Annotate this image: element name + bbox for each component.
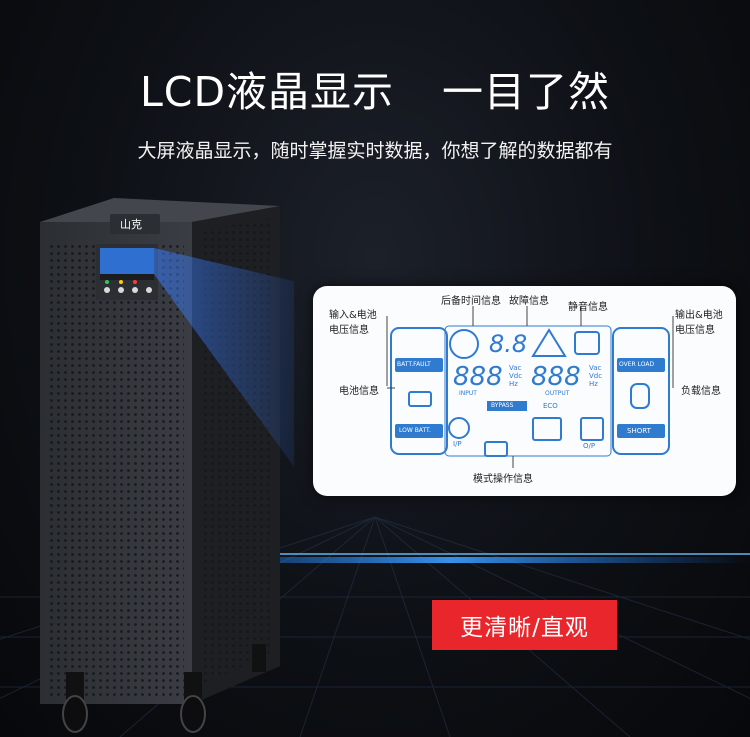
lcd-output-label: OUTPUT [545, 390, 570, 397]
page-title: LCD液晶显示一目了然 [0, 58, 750, 118]
cta-banner: 更清晰/直观 [432, 600, 617, 650]
lcd-bypass: BYPASS [491, 402, 514, 409]
lcd-unit-vdc-in: Vdc [509, 372, 523, 380]
lcd-eco: ECO [543, 402, 558, 410]
label-mute: 静音信息 [568, 302, 608, 313]
lcd-low-batt: LOW BATT. [399, 427, 431, 434]
label-backup-time: 后备时间信息 [441, 296, 501, 307]
lcd-panel: 后备时间信息 故障信息 静音信息 输入&电池 电压信息 输出&电池 电压信息 电… [313, 286, 736, 496]
label-battery: 电池信息 [339, 386, 379, 397]
lcd-digits-input: 888 [453, 362, 503, 392]
ups-brand-label: 山克 [120, 218, 142, 231]
lcd-short: SHORT [627, 427, 651, 435]
headline-part1: LCD液晶显示 [139, 68, 395, 116]
lcd-input-label: INPUT [459, 390, 477, 397]
label-mode: 模式操作信息 [473, 474, 533, 485]
ups-cabinet [40, 198, 294, 733]
lcd-unit-vdc-out: Vdc [589, 372, 603, 380]
lcd-diagram [386, 306, 674, 468]
headline-part2: 一目了然 [442, 68, 611, 116]
lcd-unit-vac-in: Vac [509, 364, 522, 372]
page-subtitle: 大屏液晶显示，随时掌握实时数据，你想了解的数据都有 [137, 140, 613, 162]
label-input-battery: 输入&电池 电压信息 [329, 310, 377, 336]
label-fault: 故障信息 [509, 296, 549, 307]
lcd-digits-output: 888 [531, 362, 581, 392]
lcd-unit-hz-in: Hz [509, 380, 518, 388]
lcd-unit-vac-out: Vac [589, 364, 602, 372]
lcd-ip: I/P [453, 440, 462, 448]
label-load: 负载信息 [681, 386, 721, 397]
lcd-digits-top: 8.8 [489, 330, 528, 358]
label-output-battery: 输出&电池 电压信息 [675, 310, 723, 336]
lcd-over-load: OVER LOAD [619, 361, 655, 368]
lcd-unit-hz-out: Hz [589, 380, 598, 388]
lcd-op: O/P [583, 442, 596, 450]
lcd-batt-fault: BATT.FAULT [397, 361, 431, 368]
